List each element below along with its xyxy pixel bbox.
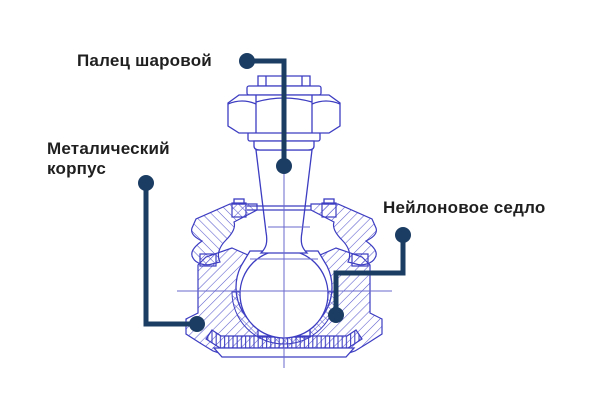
boot-rim-lines bbox=[247, 205, 311, 211]
boot-foot-right bbox=[351, 253, 369, 267]
clamp-ring-right bbox=[321, 202, 337, 218]
leader-lines bbox=[138, 53, 411, 332]
clamp-ring-left bbox=[231, 202, 247, 218]
leader-dot bbox=[395, 227, 411, 243]
label-ball-pin: Палец шаровой bbox=[77, 51, 212, 70]
leader-dot bbox=[276, 158, 292, 174]
leader-ball-pin bbox=[247, 58, 287, 166]
leader-dot bbox=[239, 53, 255, 69]
label-nylon-seat: Нейлоновое седло bbox=[383, 198, 546, 217]
leader-metal-housing bbox=[143, 183, 197, 327]
leader-dot bbox=[138, 175, 154, 191]
leader-dot bbox=[328, 307, 344, 323]
centerlines bbox=[177, 148, 392, 368]
leader-nylon-seat bbox=[333, 235, 406, 315]
label-metal-housing: Металический корпус bbox=[47, 139, 170, 178]
boot-foot-left bbox=[199, 253, 217, 267]
leader-dot bbox=[189, 316, 205, 332]
dust-boot bbox=[191, 198, 377, 267]
